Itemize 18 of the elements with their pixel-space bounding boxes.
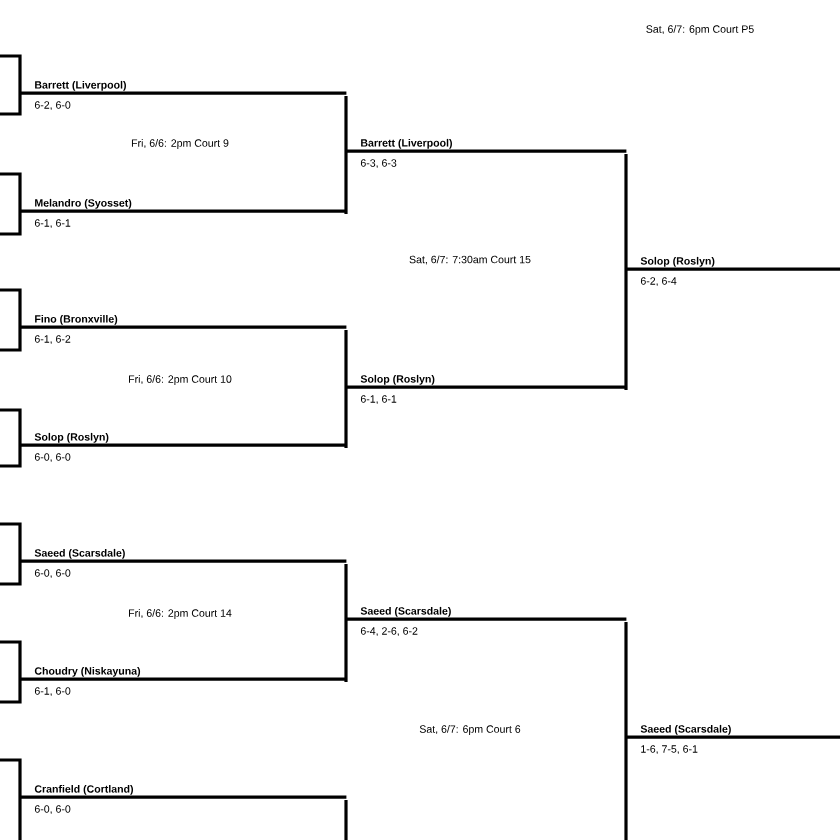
bracket-line xyxy=(624,272,628,390)
bracket-line xyxy=(344,622,348,682)
bracket-line xyxy=(0,758,22,840)
bracket-line xyxy=(0,54,22,116)
bracket-line xyxy=(624,154,628,272)
bracket-line xyxy=(0,172,22,236)
bracket-line xyxy=(344,96,348,154)
bracket-line xyxy=(344,154,348,214)
bracket-line xyxy=(0,640,22,704)
bracket-line xyxy=(344,564,348,622)
bracket-line xyxy=(0,408,22,468)
bracket-line xyxy=(0,522,22,586)
bracket-line xyxy=(624,622,628,740)
bracket-line xyxy=(344,330,348,390)
bracket-line xyxy=(624,740,628,840)
bracket-line xyxy=(344,390,348,448)
bracket-line xyxy=(344,800,348,840)
bracket-line xyxy=(0,288,22,352)
